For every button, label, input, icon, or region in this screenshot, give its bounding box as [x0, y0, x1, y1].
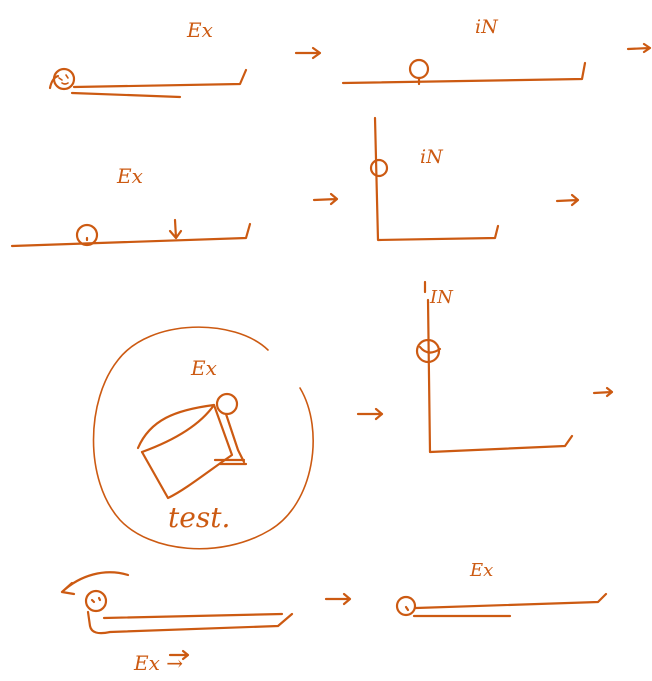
row3-head [215, 392, 239, 416]
label-row1-right: iN [475, 16, 498, 38]
label-row2-left: Ex [117, 164, 143, 188]
row3-left-figure [92, 326, 314, 550]
row4-arrow-1 [324, 592, 352, 606]
row2-right-l-shape [373, 116, 500, 242]
row4-right-figure [395, 592, 608, 618]
label-row2-right: iN [420, 146, 443, 168]
label-row4-left: Ex → [134, 651, 183, 675]
row1-left-head [52, 67, 76, 91]
row3-right-l-shape [426, 298, 574, 454]
row1-arrow-2 [626, 42, 652, 54]
row2-right-figure [369, 116, 500, 242]
row1-left-body-curve [48, 74, 60, 90]
row3-hands [213, 458, 248, 466]
label-row4-right: Ex [470, 560, 494, 581]
row2-arrow-1 [312, 192, 339, 206]
row4-right-eye [404, 605, 410, 612]
label-row3-right: IN [430, 287, 453, 308]
row4-right-upper-line [414, 592, 608, 610]
row4-right-head [395, 595, 417, 617]
row3-enclosing-circle [92, 326, 314, 550]
row1-left-figure [48, 67, 248, 99]
row1-right-head [408, 58, 430, 80]
label-row3-left: Ex [191, 356, 217, 380]
row2-left-figure [10, 218, 252, 248]
row3-body [224, 412, 246, 464]
row4-curved-arrow [60, 571, 130, 596]
row4-left-face [90, 596, 102, 604]
row2-arrow-2 [555, 193, 580, 207]
row3-arrow-1 [356, 407, 384, 421]
row1-right-line [341, 61, 587, 85]
row1-right-figure [341, 58, 587, 86]
row4-left-upper-line [102, 612, 284, 620]
row3-arrow-2 [592, 386, 614, 398]
row4-bottom-small-arrow [168, 649, 190, 661]
row1-left-lower-line [70, 91, 182, 99]
row2-left-line [10, 222, 252, 248]
row2-right-head [369, 158, 389, 178]
label-row3-test: test. [168, 501, 231, 534]
row3-sheet-fold [140, 403, 216, 454]
row4-left-figure [60, 571, 294, 635]
row4-left-body-line [86, 610, 294, 635]
row2-left-head [75, 223, 99, 247]
row3-right-face [418, 345, 442, 354]
row1-arrow-1 [294, 46, 322, 60]
row3-right-figure [415, 280, 574, 454]
row1-left-face [58, 74, 69, 85]
row2-down-arrow [168, 218, 183, 240]
row3-sheet-shape [136, 403, 234, 500]
label-row1-left: Ex [187, 18, 213, 42]
row3-right-head [415, 338, 441, 364]
row1-left-upper-line [72, 68, 248, 89]
row4-left-head [84, 589, 108, 613]
